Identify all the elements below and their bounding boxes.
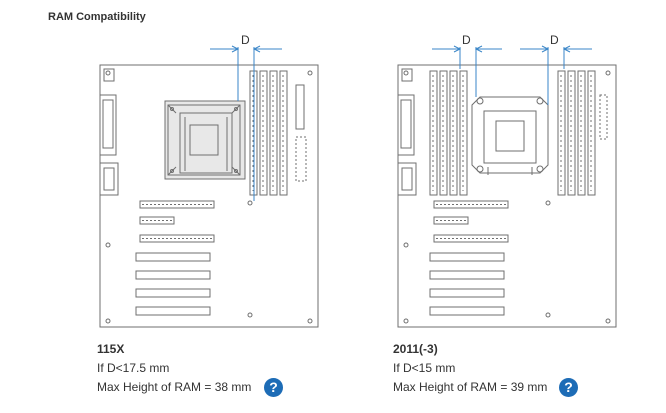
dimension-label-2011-right: D <box>550 33 559 47</box>
ram-slots-2011-right <box>557 70 596 196</box>
socket-title-115x: 115X <box>97 342 125 356</box>
dimension-label-115x: D <box>241 33 250 47</box>
motherboard-115x-diagram <box>90 25 330 330</box>
dimension-d-2011-left <box>432 45 502 97</box>
condition-2011: If D<15 mm <box>393 361 456 375</box>
max-height-2011: Max Height of RAM = 39 mm <box>393 380 548 394</box>
question-circle-icon[interactable]: ? <box>264 378 283 397</box>
cpu-socket-2011 <box>471 96 549 175</box>
question-circle-icon[interactable]: ? <box>559 378 578 397</box>
dimension-d-2011-right <box>520 45 592 105</box>
pcie-slots-2011 <box>429 200 509 316</box>
socket-title-2011: 2011(-3) <box>393 342 438 356</box>
dimension-label-2011-left: D <box>462 33 471 47</box>
max-height-115x: Max Height of RAM = 38 mm <box>97 380 252 394</box>
caption-2011: 2011(-3) If D<15 mm Max Height of RAM = … <box>393 340 547 397</box>
pcie-slots-115x <box>135 200 215 316</box>
caption-115x: 115X If D<17.5 mm Max Height of RAM = 38… <box>97 340 251 397</box>
condition-115x: If D<17.5 mm <box>97 361 170 375</box>
dimension-d-115x <box>210 45 282 201</box>
motherboard-2011-diagram <box>388 25 628 330</box>
board-outline <box>99 64 319 328</box>
cpu-socket-115x <box>164 100 246 180</box>
ram-slots-2011-left <box>429 70 468 196</box>
ram-slots-115x <box>249 70 288 196</box>
board-outline <box>397 64 617 328</box>
section-title: RAM Compatibility <box>48 11 146 23</box>
